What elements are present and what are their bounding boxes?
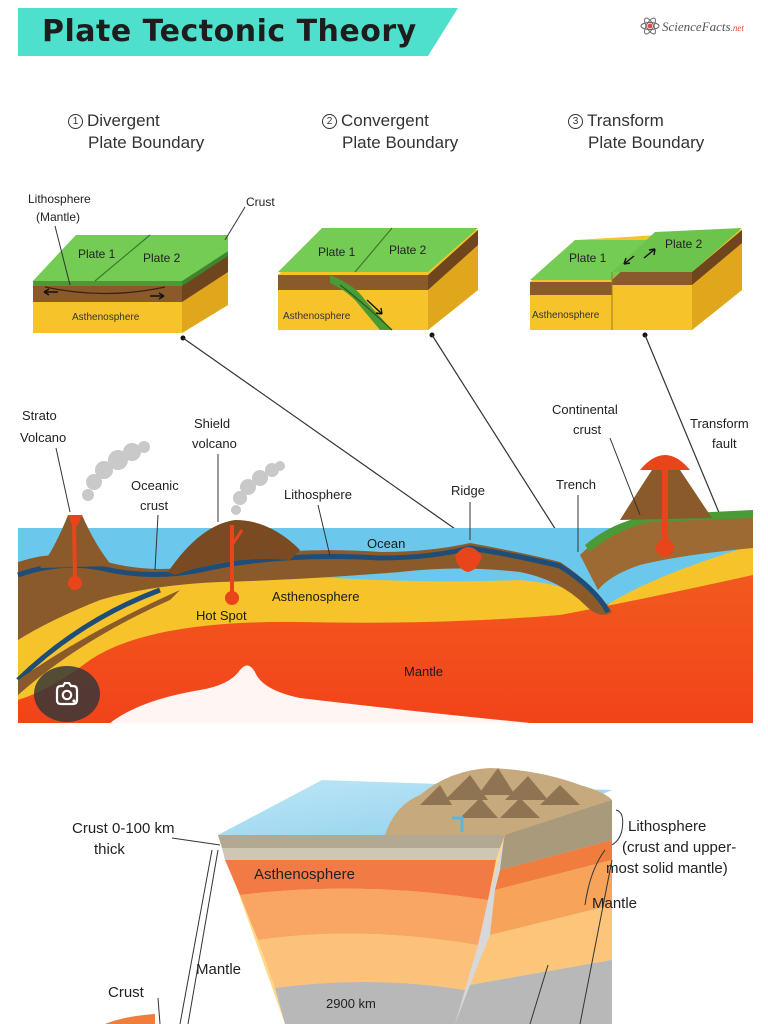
oceanic-label-1: Oceanic	[131, 478, 179, 493]
asthenosphere-band	[18, 545, 753, 700]
crust-label: Crust	[246, 195, 275, 209]
crust-thickness-label-1: Crust 0-100 km	[72, 820, 175, 837]
heading-line-1: Transform	[587, 111, 664, 130]
convergent-block: Plate 1 Plate 2 Asthenosphere	[278, 227, 478, 331]
heading-line-1: Divergent	[87, 111, 160, 130]
plate2-label: Plate 2	[389, 243, 427, 257]
strato-label-2: Volcano	[20, 430, 66, 445]
hot-spot-label: Hot Spot	[196, 608, 247, 623]
plate2-label: Plate 2	[143, 251, 181, 265]
divergent-block: Plate 1 Plate 2 Asthenosphere Lithospher…	[28, 192, 275, 333]
lithosphere-label-1: Lithosphere	[628, 818, 706, 835]
convergent-heading: 2 Convergent Plate Boundary	[322, 110, 458, 154]
ridge-magma	[455, 547, 482, 572]
mantle-inner-label: Mantle	[196, 961, 241, 978]
arrow-left-icon	[43, 288, 58, 296]
heading-line-2: Plate Boundary	[88, 133, 205, 152]
mantle-layer	[18, 570, 753, 723]
heading-line-1: Convergent	[341, 111, 429, 130]
lithosphere-label-2: (crust and upper-	[622, 839, 736, 856]
arrow-sw-icon	[623, 255, 635, 265]
mantle-label: (Mantle)	[36, 210, 80, 224]
ocean-label: Ocean	[367, 536, 405, 551]
oceanic-label-2: crust	[140, 498, 169, 513]
arrow-ne-icon	[643, 248, 656, 259]
divergent-connector	[182, 337, 469, 539]
trench-label: Trench	[556, 477, 596, 492]
number-badge: 3	[568, 114, 583, 129]
brand-name: ScienceFacts.net	[662, 19, 744, 35]
shield-label-1: Shield	[194, 416, 230, 431]
crust-thickness-label-2: thick	[94, 841, 125, 858]
atom-icon	[640, 17, 660, 35]
ridge-label: Ridge	[451, 483, 485, 498]
continental-label-1: Continental	[552, 402, 618, 417]
asthenosphere-label: Asthenosphere	[272, 589, 359, 604]
lithosphere-label-3: most solid mantle)	[606, 860, 728, 877]
asthenosphere-label: Asthenosphere	[283, 311, 351, 322]
number-badge: 1	[68, 114, 83, 129]
lens-search-button[interactable]	[34, 666, 100, 722]
plate1-label: Plate 1	[569, 251, 607, 265]
mountain-range	[420, 768, 580, 818]
transform-fault-label-2: fault	[712, 436, 737, 451]
transform-connector	[644, 334, 721, 516]
heading-line-2: Plate Boundary	[342, 133, 459, 152]
plate1-label: Plate 1	[318, 245, 356, 259]
mantle-label: Mantle	[404, 664, 443, 679]
google-lens-icon	[55, 682, 79, 706]
depth-label: 2900 km	[326, 996, 376, 1011]
asthenosphere-label: Asthenosphere	[72, 312, 140, 323]
subduction-arrow-icon	[366, 299, 383, 315]
earth-layers-diagram: Crust 0-100 km thick Asthenosphere Mantl…	[72, 768, 736, 1024]
number-badge: 2	[322, 114, 337, 129]
banner-shape	[18, 8, 458, 56]
transform-fault-label-1: Transform	[690, 416, 749, 431]
asthenosphere-label: Asthenosphere	[254, 866, 355, 883]
transform-heading: 3 Transform Plate Boundary	[568, 110, 704, 154]
page-title: Plate Tectonic Theory	[42, 14, 417, 49]
lithosphere-label: Lithosphere	[28, 192, 91, 206]
brand-text: ScienceFacts	[662, 19, 731, 34]
continental-label-2: crust	[573, 422, 602, 437]
crust-small-label: Crust	[108, 984, 145, 1001]
strato-label-1: Strato	[22, 408, 57, 423]
smoke-plume	[82, 441, 150, 501]
convergent-connector	[431, 334, 576, 561]
smoke-plume	[231, 461, 285, 515]
brand-logo: ScienceFacts.net	[640, 16, 760, 40]
heading-line-2: Plate Boundary	[588, 133, 705, 152]
mantle-right-label: Mantle	[592, 895, 637, 912]
lithosphere-label: Lithosphere	[284, 487, 352, 502]
arrow-right-icon	[150, 292, 165, 300]
title-banner: Plate Tectonic Theory	[18, 8, 458, 56]
divergent-heading: 1 Divergent Plate Boundary	[68, 110, 204, 154]
brand-suffix: .net	[730, 23, 744, 33]
asthenosphere-layer	[225, 860, 496, 900]
plate1-label: Plate 1	[78, 247, 116, 261]
asthenosphere-label: Asthenosphere	[532, 310, 600, 321]
plate2-label: Plate 2	[665, 237, 703, 251]
cross-section: Strato Volcano Shield volcano Oceanic cr…	[16, 402, 753, 723]
shield-label-2: volcano	[192, 436, 237, 451]
transform-block: Plate 1 Plate 2 Asthenosphere	[530, 228, 742, 330]
